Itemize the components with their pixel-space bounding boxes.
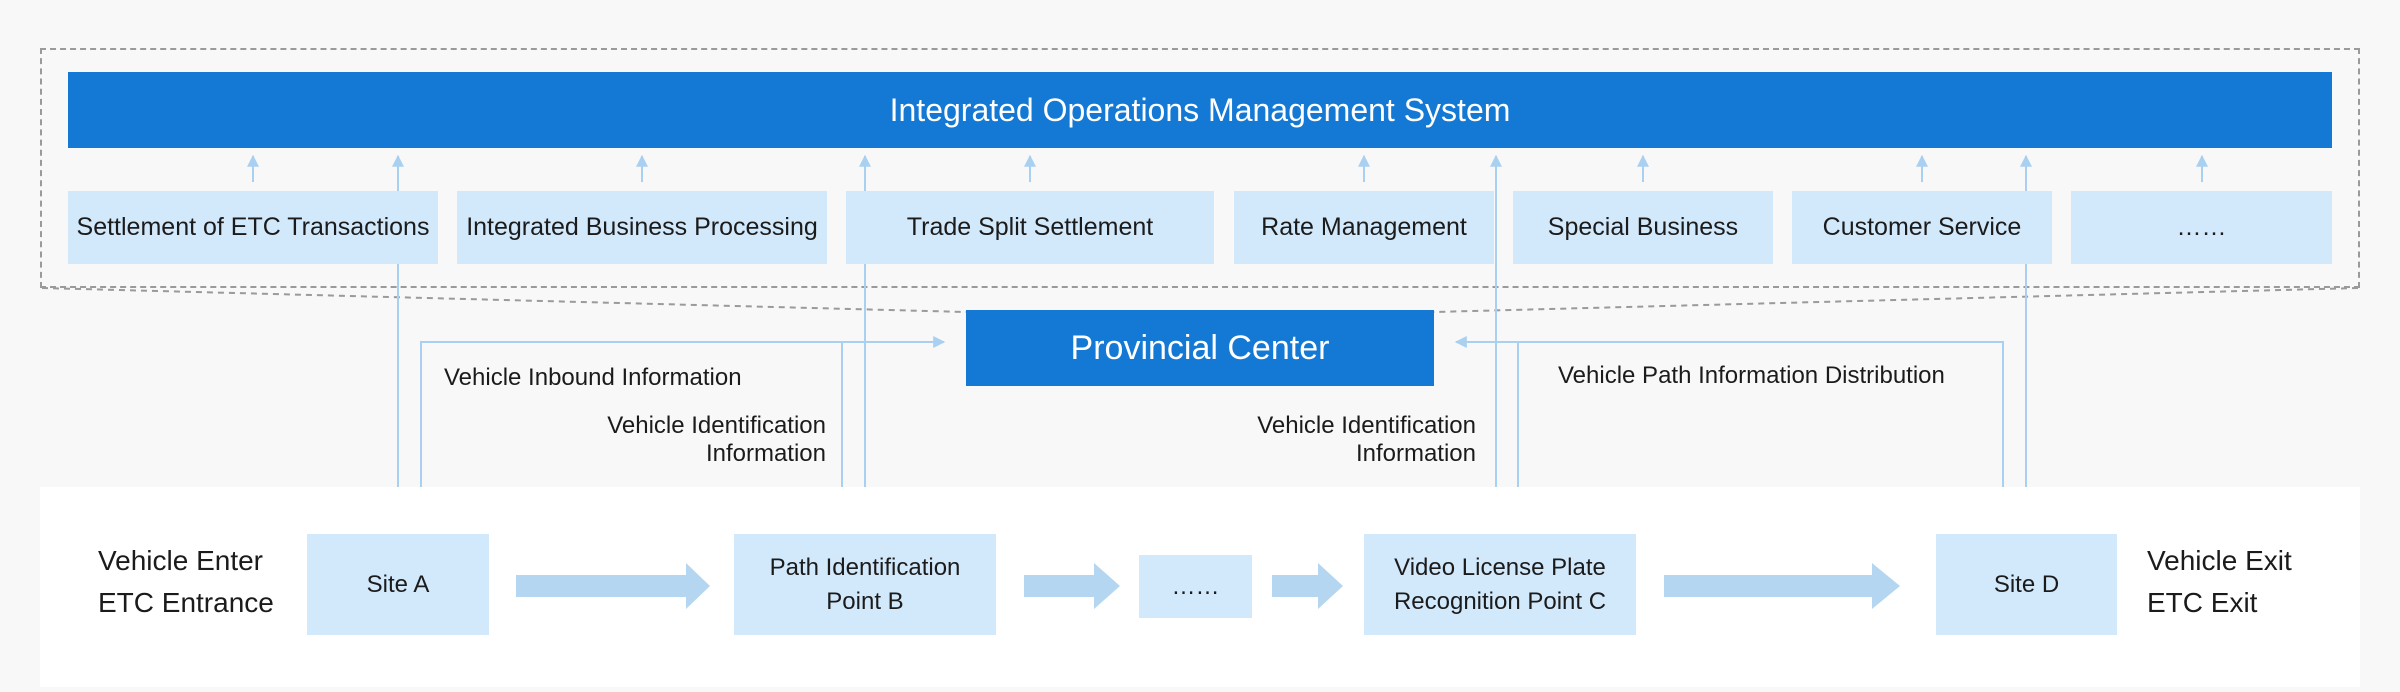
module-special-business[interactable]: Special Business: [1513, 191, 1773, 264]
exit-line: ETC Exit: [2147, 587, 2258, 618]
label-vehicle-identification-right: Vehicle Identification Information: [1210, 412, 1476, 468]
flow-arrow-2: [1024, 563, 1120, 609]
module-customer-service[interactable]: Customer Service: [1792, 191, 2052, 264]
site-label: Video License Plate: [1394, 553, 1606, 581]
label-line: Information: [705, 440, 826, 467]
module-integrated-business[interactable]: Integrated Business Processing: [457, 191, 827, 264]
label-vehicle-path-distribution: Vehicle Path Information Distribution: [1558, 362, 1945, 389]
site-d[interactable]: Site D: [1936, 534, 2117, 635]
site-label: Site D: [1993, 570, 2060, 598]
label-line: Information: [1355, 440, 1476, 467]
path-identification-point-b[interactable]: Path Identification Point B: [734, 534, 996, 635]
flow-arrow-3: [1272, 563, 1343, 609]
site-a[interactable]: Site A: [307, 534, 489, 635]
label-vehicle-inbound-info: Vehicle Inbound Information: [444, 364, 742, 391]
site-label: Path Identification: [769, 553, 961, 581]
operations-system-frame: [40, 48, 2360, 288]
entrance-label: Vehicle Enter ETC Entrance: [98, 540, 274, 624]
label-vehicle-identification-left: Vehicle Identification Information: [560, 412, 826, 468]
video-plate-recognition-point-c[interactable]: Video License Plate Recognition Point C: [1364, 534, 1636, 635]
module-rate-management[interactable]: Rate Management: [1234, 191, 1494, 264]
module-etc-settlement[interactable]: Settlement of ETC Transactions: [68, 191, 438, 264]
exit-label: Vehicle Exit ETC Exit: [2147, 540, 2292, 624]
integrated-operations-system-bar: Integrated Operations Management System: [68, 72, 2332, 148]
site-label: Point B: [826, 587, 904, 615]
site-label: ……: [1171, 572, 1220, 600]
site-label: Site A: [366, 570, 430, 598]
label-line: Vehicle Identification: [607, 412, 826, 439]
label-line: Vehicle Identification: [1257, 412, 1476, 439]
flow-arrow-1: [516, 563, 710, 609]
entrance-line: Vehicle Enter: [98, 545, 263, 576]
exit-line: Vehicle Exit: [2147, 545, 2292, 576]
module-more[interactable]: ……: [2071, 191, 2332, 264]
module-trade-split[interactable]: Trade Split Settlement: [846, 191, 1214, 264]
entrance-line: ETC Entrance: [98, 587, 274, 618]
intermediate-points[interactable]: ……: [1139, 555, 1252, 618]
provincial-center-box[interactable]: Provincial Center: [966, 310, 1434, 386]
flow-arrow-4: [1664, 563, 1900, 609]
site-label: Recognition Point C: [1393, 587, 1607, 615]
